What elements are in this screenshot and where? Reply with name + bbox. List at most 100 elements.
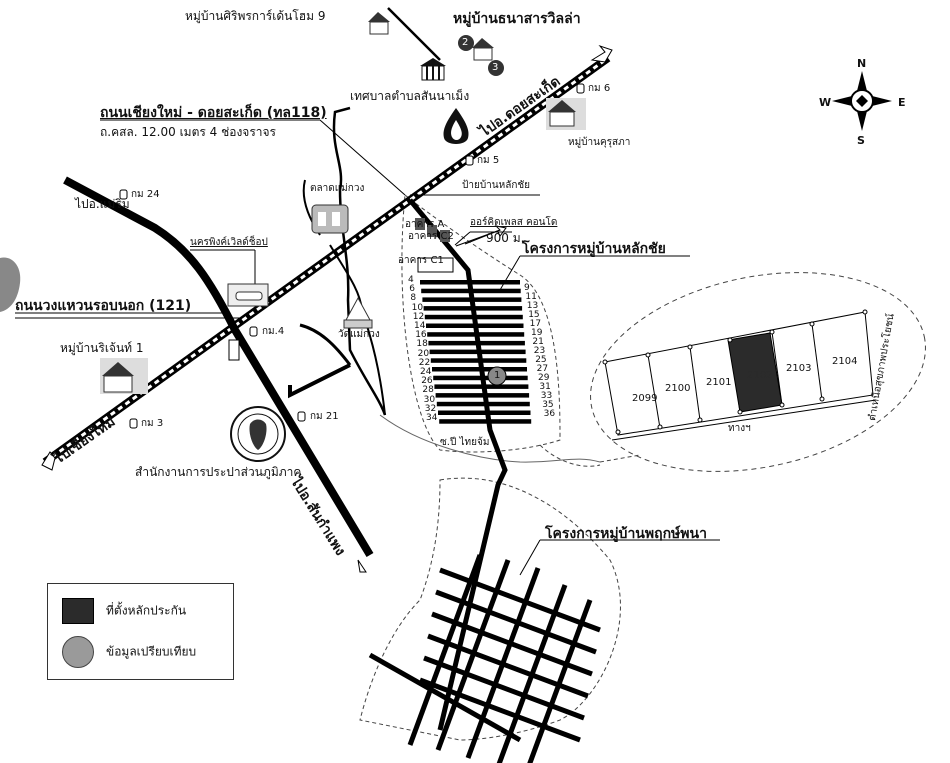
house-icon-siriporn (368, 12, 390, 35)
fuel-station-icon (443, 108, 469, 144)
lot-row (421, 288, 521, 294)
pruksa-street (431, 611, 593, 677)
lot-number-left: 26 (421, 376, 433, 387)
lot-row (439, 419, 532, 424)
legend-label-collateral: ที่ตั้งหลักประกัน (106, 603, 187, 618)
leader-lines (15, 119, 720, 576)
road-municipality (332, 7, 441, 416)
label-building-c2: อาคาร C2 (408, 231, 454, 242)
legend-row-collateral: ที่ตั้งหลักประกัน (62, 598, 186, 624)
lot-number-right: 13 (526, 301, 539, 311)
lot-row (429, 349, 526, 355)
label-village-siriporn: หมู่บ้านศิริพรการ์เด้นโฮม 9 (185, 9, 326, 23)
stream (379, 414, 601, 463)
label-wat: วัดแม่กวง (338, 329, 380, 340)
compass-s: S (857, 134, 865, 147)
label-distance: 900 ม. (486, 231, 525, 245)
lot-number-left: 14 (414, 321, 426, 331)
km-post-icons (119, 83, 585, 429)
compass-rose (832, 71, 892, 131)
label-condo: ออร์คิดเพลส คอนโด (470, 217, 558, 228)
pruksa-street (368, 652, 522, 743)
pruksa-street (423, 655, 585, 721)
label-km5: กม 5 (477, 155, 500, 166)
lot-number-right: 23 (533, 346, 546, 356)
pruksa-street (496, 584, 568, 763)
label-ring-road: ถนนวงแหวนรอบนอก (121) (15, 298, 192, 314)
inset-lot-label: 2103 (786, 363, 812, 374)
legend: ที่ตั้งหลักประกัน ข้อมูลเปรียบเทียบ (47, 583, 234, 680)
marker-2-label: 2 (462, 37, 469, 48)
label-bus-stop: ป้ายบ้านหลักชัย (462, 180, 531, 191)
lot-number-right: 15 (528, 310, 540, 320)
lot-row (428, 340, 525, 346)
pruksa-street (419, 677, 581, 743)
pruksa-street (527, 599, 593, 763)
label-inset-road: ทางฯ (728, 423, 751, 434)
lot-number-left: 34 (426, 413, 438, 423)
ink-blot (0, 257, 21, 312)
house-icon-regent (100, 358, 148, 394)
pruksa-street (439, 567, 601, 633)
lot-row (430, 358, 527, 363)
marker-1-label: 1 (494, 370, 501, 381)
label-building-c1: อาคาร C1 (398, 255, 444, 266)
road-chiangmai-doisaket (42, 54, 611, 466)
pruksa-street (435, 589, 597, 655)
lot-number-left: 28 (422, 385, 434, 396)
compass-e: E (898, 96, 906, 109)
lot-number-left: 10 (411, 302, 424, 313)
lot-number-right: 25 (535, 355, 547, 365)
lot-number-right: 27 (536, 364, 549, 374)
label-km4: กม.4 (262, 326, 285, 337)
label-km3: กม 3 (141, 418, 164, 429)
lot-number-left: 16 (415, 330, 427, 341)
lot-number-right: 21 (532, 337, 544, 347)
lot-number-left: 8 (410, 293, 417, 304)
house-icon-thanasan (472, 38, 494, 61)
lot-number-right: 11 (525, 292, 537, 302)
condo-buildings (415, 218, 454, 273)
label-project-lakchai: โครงการหมู่บ้านหลักชัย (522, 241, 666, 257)
inset-lot-label: 2101 (706, 377, 732, 388)
lot-row (436, 401, 530, 407)
lakchai-lots (420, 280, 532, 424)
label-project-pruksa: โครงการหมู่บ้านพฤกษ์พนา (545, 526, 707, 542)
label-to-mae-rim: ไปอ.แม่ริม (75, 197, 130, 211)
water-office-seal-icon (230, 406, 286, 462)
house-icon-kunsapa (546, 98, 586, 130)
label-market: ตลาดแม่กวง (310, 183, 365, 194)
lot-number-right: 29 (538, 373, 550, 383)
lakchai-access-road (408, 198, 508, 731)
inset-lot-label: 2099 (632, 393, 658, 404)
lot-row (432, 367, 527, 372)
label-village-thanasan: หมู่บ้านธนาสารวิลล่า (453, 11, 581, 27)
lot-number-left: 6 (409, 284, 415, 295)
pruksa-boundary (359, 477, 621, 741)
inset-lot-label: 2102 (747, 370, 773, 381)
label-village-kunsapa: หมู่บ้านคุรุสภา (568, 137, 631, 148)
label-km21: กม 21 (310, 411, 339, 422)
inset-lot-label: 2100 (665, 383, 691, 394)
lot-number-left: 18 (416, 339, 428, 350)
lot-row (433, 375, 528, 381)
marker-2-circle (458, 35, 474, 51)
lot-number-right: 9 (524, 283, 530, 293)
inset-callout (599, 454, 641, 463)
lot-number-left: 30 (423, 394, 436, 405)
pruksa-street (427, 633, 589, 699)
lot-number-left: 24 (420, 367, 432, 377)
label-water-office: สำนักงานการประปาส่วนภูมิภาค (135, 465, 302, 479)
road-maerim-sankamphaeng (63, 176, 374, 558)
inset-ellipse (590, 272, 926, 472)
label-km6: กม 6 (588, 83, 611, 94)
lot-row (435, 393, 530, 398)
lot-number-left: 22 (418, 357, 431, 368)
municipality-icon (420, 58, 446, 81)
lot-number-left: 12 (412, 311, 425, 322)
market-icon (311, 204, 349, 234)
lot-number-right: 31 (539, 382, 551, 392)
arrow-sankamphaeng (357, 559, 367, 573)
lot-row (420, 280, 520, 285)
